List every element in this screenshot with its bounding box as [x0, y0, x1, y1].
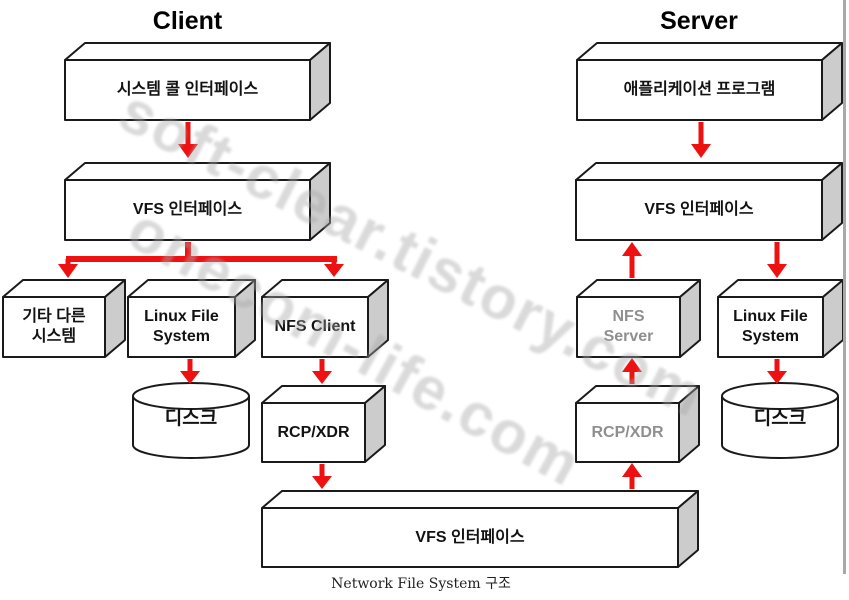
box-server-rcp-xdr: [575, 385, 700, 463]
box-server-linux-fs: [717, 279, 844, 358]
cylinder-client-disk: [132, 382, 250, 459]
box-client-vfs: [64, 162, 331, 241]
box-server-app: [576, 42, 843, 121]
box-server-vfs: [575, 162, 843, 241]
box-client-syscall: [64, 42, 331, 121]
box-nfs-client: [261, 279, 389, 358]
arrow-app-to-vfs: [691, 122, 711, 158]
arrow-network-to-serverrcp-up: [622, 463, 642, 489]
right-edge-border: [843, 0, 846, 574]
branch-vfs-to-filesystems: [58, 242, 344, 278]
box-nfs-server: [576, 279, 701, 358]
cylinder-server-disk: [721, 382, 839, 459]
box-network-vfs: [261, 490, 699, 568]
arrow-serverlinuxfs-to-disk: [767, 359, 787, 384]
arrow-syscall-to-vfs: [178, 122, 198, 158]
box-client-other-fs: [2, 279, 126, 358]
arrow-clientlinuxfs-to-disk: [180, 359, 200, 384]
arrow-serverrcp-to-nfsserver-up: [622, 358, 642, 384]
arrow-clientrcp-to-network: [312, 464, 332, 489]
box-client-rcp-xdr: [261, 385, 386, 463]
arrow-nfsclient-to-rcp: [312, 359, 332, 384]
arrow-nfsserver-to-vfs-up: [622, 242, 642, 278]
box-client-linux-fs: [127, 279, 256, 358]
arrow-servervfs-to-linuxfs: [767, 242, 787, 278]
